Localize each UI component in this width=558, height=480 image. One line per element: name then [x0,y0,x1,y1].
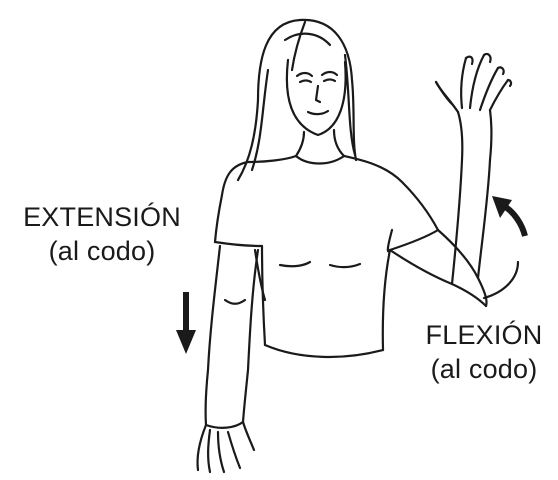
extension-subtitle: (al codo) [2,234,202,268]
left-arm [206,246,258,425]
extension-label: EXTENSIÓN (al codo) [2,200,202,268]
flexion-label: FLEXIÓN (al codo) [410,318,558,386]
right-arm [390,110,492,306]
flexion-title: FLEXIÓN [410,318,558,352]
curved-arrow-icon [484,196,525,298]
flexion-subtitle: (al codo) [410,352,558,386]
extension-title: EXTENSIÓN [2,200,202,234]
face [287,60,346,135]
arrow-down-icon [176,292,196,354]
right-hand [436,54,511,112]
left-hand [197,422,254,472]
t-shirt [215,156,438,357]
